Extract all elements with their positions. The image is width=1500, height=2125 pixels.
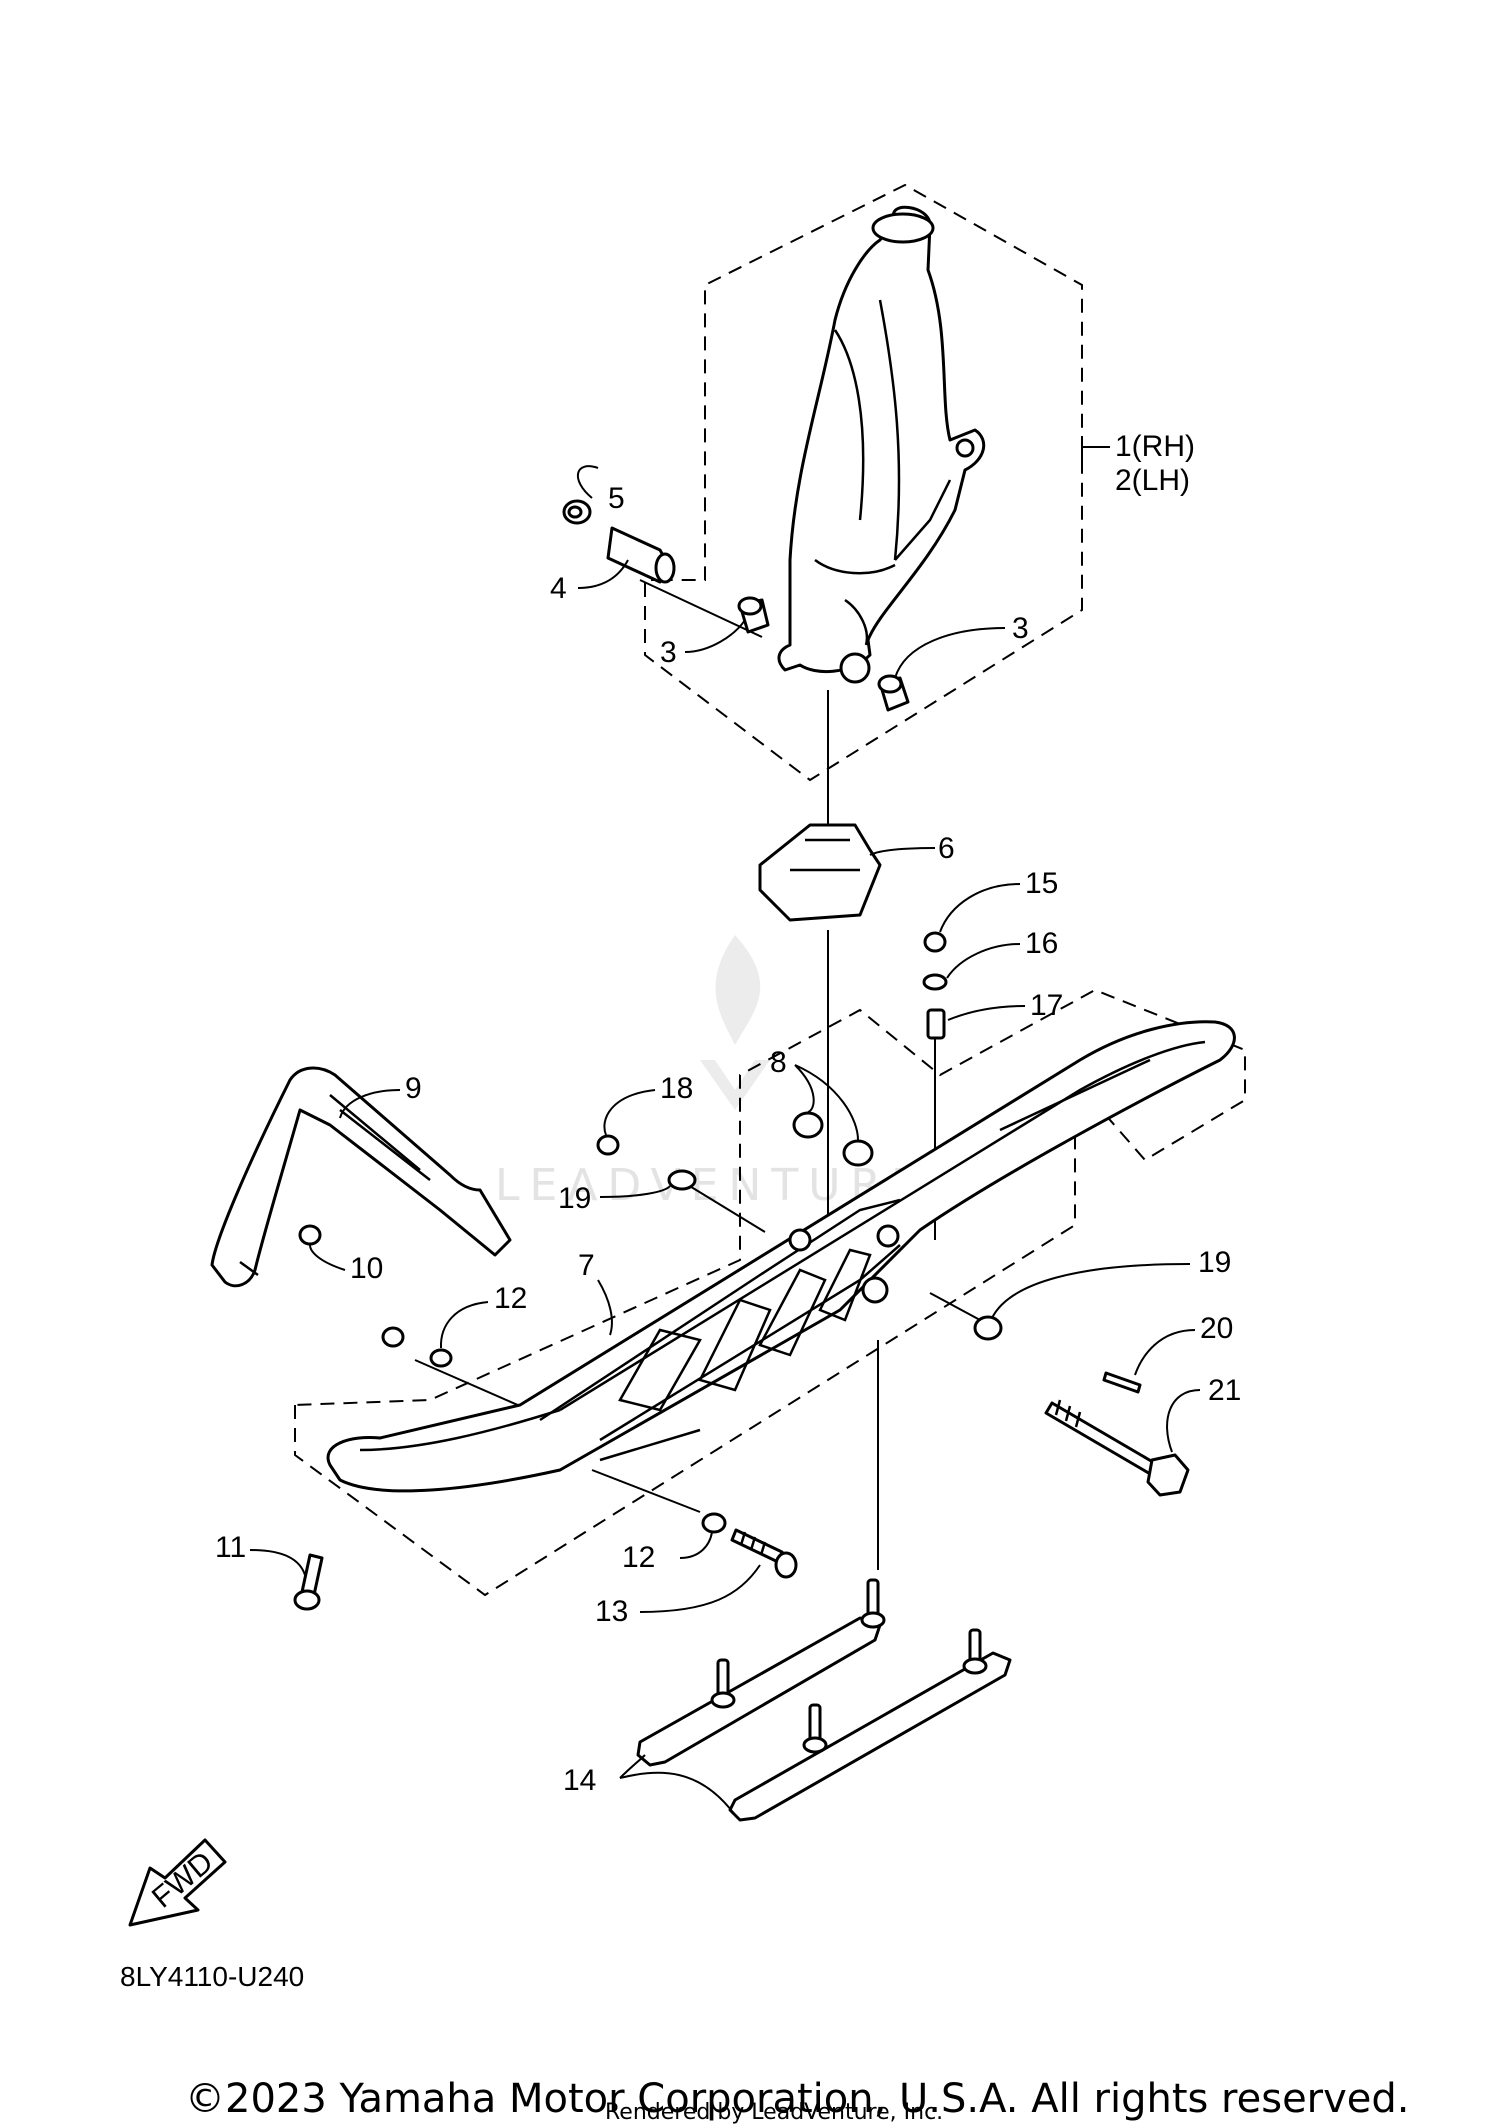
callout-18: 18	[660, 1072, 693, 1105]
screw-13	[730, 1528, 798, 1579]
callout-16: 16	[1025, 927, 1058, 960]
callout-12-left: 12	[494, 1282, 527, 1315]
callout-17: 17	[1030, 989, 1063, 1022]
callout-19-left: 19	[558, 1182, 591, 1215]
nut-5	[562, 499, 592, 525]
callout-1: 1(RH)	[1115, 430, 1195, 463]
bolt-11	[293, 1553, 324, 1611]
nut-10	[381, 1326, 405, 1348]
callout-8: 8	[770, 1046, 787, 1079]
callout-2: 2(LH)	[1115, 464, 1190, 497]
callout-9: 9	[405, 1072, 422, 1105]
callout-19-right: 19	[1198, 1246, 1231, 1279]
callout-5: 5	[608, 482, 625, 515]
callout-4: 4	[550, 572, 567, 605]
damper-6	[758, 823, 882, 922]
washer-12-left	[429, 1348, 453, 1368]
washer-12-right	[701, 1512, 727, 1534]
callout-3-right: 3	[1012, 612, 1029, 645]
rendered-by-text: Rendered by LeadVenture, Inc.	[605, 2100, 943, 2125]
copyright-text: ©2023 Yamaha Motor Corporation, U.S.A. A…	[185, 2076, 1410, 2122]
callout-21: 21	[1208, 1374, 1241, 1407]
bushing-8-left	[792, 1111, 824, 1139]
callout-10: 10	[350, 1252, 383, 1285]
callout-11: 11	[215, 1531, 246, 1564]
steering-knuckle	[777, 205, 986, 684]
callout-15: 15	[1025, 867, 1058, 900]
ski-7	[326, 1020, 1236, 1493]
bushing-3-right	[877, 674, 910, 712]
bushing-8-right	[842, 1139, 874, 1167]
alignment-lines	[414, 579, 981, 1570]
callout-12-right: 12	[622, 1541, 655, 1574]
nut-15	[923, 931, 947, 953]
collar-4	[606, 526, 676, 584]
callout-7: 7	[578, 1249, 595, 1282]
cotter-pin-20	[1102, 1371, 1142, 1394]
fwd-arrow-icon: FWD	[128, 1838, 227, 1927]
callout-20: 20	[1200, 1312, 1233, 1345]
callout-13: 13	[595, 1595, 628, 1628]
nut-10-top	[298, 1224, 322, 1246]
callout-6: 6	[938, 832, 955, 865]
washer-19-left	[667, 1169, 697, 1191]
bolt-21	[1044, 1399, 1190, 1497]
bushing-3-left	[737, 596, 770, 634]
callout-labels: 1(RH) 2(LH) 5 4 3 3 6 15 16 17 8 18 19 9…	[215, 430, 1241, 1797]
ski-assembly-boundary	[294, 988, 1246, 1597]
callout-3-left: 3	[660, 636, 677, 669]
diagram-code: 8LY4110-U240	[120, 1961, 304, 1992]
nut-18	[596, 1134, 620, 1156]
leader-lines	[249, 436, 1201, 1816]
washer-19-right	[973, 1315, 1003, 1341]
washer-16	[922, 973, 948, 991]
wear-bars-14	[636, 1578, 1012, 1822]
collar-17	[926, 1008, 946, 1040]
watermark: LEADVENTURE	[495, 935, 919, 1211]
callout-14: 14	[563, 1764, 596, 1797]
